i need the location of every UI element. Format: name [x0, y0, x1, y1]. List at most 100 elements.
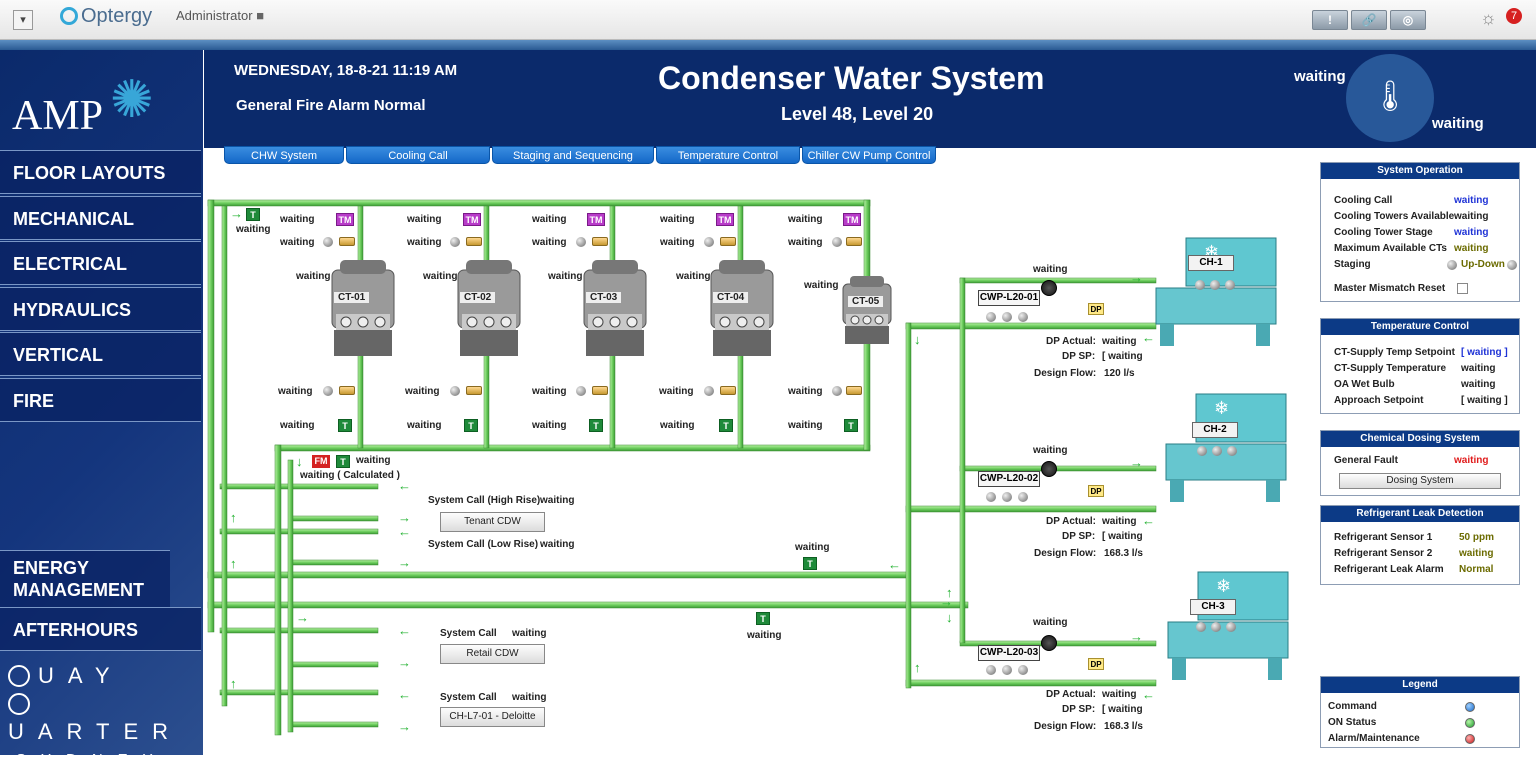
mid-temp-2-icon[interactable]: T — [756, 612, 770, 625]
ct04-tm-icon[interactable]: TM — [716, 213, 734, 226]
cwp2-pump-icon[interactable] — [1041, 461, 1057, 477]
ct02-bottom-dot-icon — [450, 386, 460, 396]
row-value[interactable]: [ waiting ] — [1461, 395, 1508, 406]
tab-staging-sequencing[interactable]: Staging and Sequencing — [492, 146, 654, 164]
deloitte-button[interactable]: CH-L7-01 - Deloitte — [440, 707, 545, 727]
cwp3-name[interactable]: CWP-L20-03 — [978, 645, 1040, 661]
cwp2-status-value: waiting — [1033, 445, 1068, 456]
row-label: Refrigerant Sensor 2 — [1334, 548, 1433, 559]
nav-floor-layouts[interactable]: FLOOR LAYOUTS — [0, 150, 201, 194]
ct05-tower-icon[interactable] — [840, 276, 894, 346]
ct03-temp-icon[interactable]: T — [589, 419, 603, 432]
nav-afterhours[interactable]: AFTERHOURS — [0, 607, 201, 651]
master-reset-checkbox[interactable] — [1457, 283, 1468, 294]
tenant-cdw-button[interactable]: Tenant CDW — [440, 512, 545, 532]
tab-chw-system[interactable]: CHW System — [224, 146, 344, 164]
ct01-bottom-valve-icon[interactable] — [339, 386, 355, 395]
row-value: waiting — [1461, 363, 1496, 374]
alarm-button[interactable]: ! — [1312, 10, 1348, 30]
ct01-valve-icon[interactable] — [339, 237, 355, 246]
ch2-chiller-icon[interactable]: ❄ — [1156, 392, 1296, 504]
ct02-tower-icon[interactable] — [454, 260, 524, 356]
flow-arrow-right-icon: → — [398, 510, 411, 525]
ct02-fan-value: waiting — [423, 271, 458, 282]
ct02-status-value: waiting — [407, 237, 442, 248]
ct03-tower-icon[interactable] — [580, 260, 650, 356]
user-name[interactable]: Administrator ■ — [176, 8, 264, 23]
row-value: Normal — [1459, 564, 1494, 575]
command-dot-icon — [1465, 702, 1475, 712]
flow-arrow-up-icon: ↑ — [946, 585, 953, 600]
ct05-bottom-valve-icon[interactable] — [846, 386, 862, 395]
ct01-tm-icon[interactable]: TM — [336, 213, 354, 226]
ct03-bottom-valve-icon[interactable] — [592, 386, 608, 395]
row-value[interactable]: [ waiting ] — [1461, 347, 1508, 358]
retail-call-label: System Call — [440, 628, 497, 639]
cwp1-pump-icon[interactable] — [1041, 280, 1057, 296]
ct02-tm-icon[interactable]: TM — [463, 213, 481, 226]
cwp2-dp-sp-value[interactable]: [ waiting — [1102, 531, 1143, 542]
flow-arrow-down-icon: ↓ — [296, 454, 303, 469]
legend-command-row: Command — [1321, 699, 1519, 715]
ct01-status-value: waiting — [280, 237, 315, 248]
ct02-name: CT-02 — [460, 292, 496, 303]
ct02-temp-icon[interactable]: T — [464, 419, 478, 432]
ct04-temp-icon[interactable]: T — [719, 419, 733, 432]
return-temp-icon[interactable]: T — [336, 455, 350, 468]
ct05-tm-icon[interactable]: TM — [843, 213, 861, 226]
dosing-system-button[interactable]: Dosing System — [1339, 473, 1501, 489]
ch1-chiller-icon[interactable]: ❄ — [1146, 236, 1286, 348]
cwp2-name[interactable]: CWP-L20-02 — [978, 471, 1040, 487]
ch3-dot1-icon — [1196, 622, 1206, 632]
ct05-valve-icon[interactable] — [846, 237, 862, 246]
mid-temp-icon[interactable]: T — [803, 557, 817, 570]
refrigerant-leak-title: Refrigerant Leak Detection — [1321, 506, 1519, 522]
alarm-count-badge[interactable]: 7 — [1506, 8, 1522, 24]
tab-cooling-call[interactable]: Cooling Call — [346, 146, 490, 164]
nav-hydraulics[interactable]: HYDRAULICS — [0, 287, 201, 331]
retail-cdw-button[interactable]: Retail CDW — [440, 644, 545, 664]
optergy-logo-icon — [60, 7, 78, 25]
link-button[interactable]: 🔗 — [1351, 10, 1387, 30]
flow-arrow-right-icon: → — [940, 594, 953, 609]
ct02-valve-icon[interactable] — [466, 237, 482, 246]
ct03-tm-icon[interactable]: TM — [587, 213, 605, 226]
ch1-dot3-icon — [1225, 280, 1235, 290]
nav-energy-management[interactable]: ENERGY MANAGEMENT — [0, 550, 170, 608]
tab-chiller-cw-pump-control[interactable]: Chiller CW Pump Control — [802, 146, 936, 164]
menu-dropdown-icon[interactable]: ▾ — [13, 10, 33, 30]
nav-mechanical[interactable]: MECHANICAL — [0, 196, 201, 240]
nav-fire[interactable]: FIRE — [0, 378, 201, 422]
date-time: WEDNESDAY, 18-8-21 11:19 AM — [234, 62, 458, 79]
flow-arrow-right-icon: → — [1130, 629, 1143, 644]
ct04-bottom-valve-icon[interactable] — [720, 386, 736, 395]
cwp3-pump-icon[interactable] — [1041, 635, 1057, 651]
lightbulb-icon[interactable]: ☼ — [1480, 8, 1497, 28]
supply-temp-icon[interactable]: T — [246, 208, 260, 221]
ct03-valve-icon[interactable] — [592, 237, 608, 246]
flow-arrow-left-icon: ← — [1142, 513, 1155, 528]
flow-meter-icon[interactable]: FM — [312, 455, 330, 468]
flow-arrow-right-icon: → — [398, 555, 411, 570]
ct04-tower-icon[interactable] — [707, 260, 777, 356]
cwp1-flow-value: 120 l/s — [1104, 368, 1135, 379]
ct01-tower-icon[interactable] — [328, 260, 398, 356]
flow-arrow-right-icon: → — [1130, 455, 1143, 470]
flow-arrow-up-icon: ↑ — [230, 510, 237, 525]
ct01-temp-icon[interactable]: T — [338, 419, 352, 432]
cwp1-dp-sp-value[interactable]: [ waiting — [1102, 351, 1143, 362]
settings-button[interactable]: ◎ — [1390, 10, 1426, 30]
ct04-valve-icon[interactable] — [720, 237, 736, 246]
ct-supply-setpoint-row: CT-Supply Temp Setpoint[ waiting ] — [1321, 345, 1519, 361]
cwp1-name[interactable]: CWP-L20-01 — [978, 290, 1040, 306]
row-label: Staging — [1334, 259, 1371, 270]
ct02-bottom-valve-icon[interactable] — [466, 386, 482, 395]
nav-vertical[interactable]: VERTICAL — [0, 332, 201, 376]
tab-temperature-control[interactable]: Temperature Control — [656, 146, 800, 164]
nav-electrical[interactable]: ELECTRICAL — [0, 241, 201, 285]
cwp3-dp-sp-value[interactable]: [ waiting — [1102, 704, 1143, 715]
alarm-dot-icon — [1465, 734, 1475, 744]
ct05-temp-icon[interactable]: T — [844, 419, 858, 432]
cwp2-dp-sp-label: DP SP: — [1062, 531, 1096, 542]
